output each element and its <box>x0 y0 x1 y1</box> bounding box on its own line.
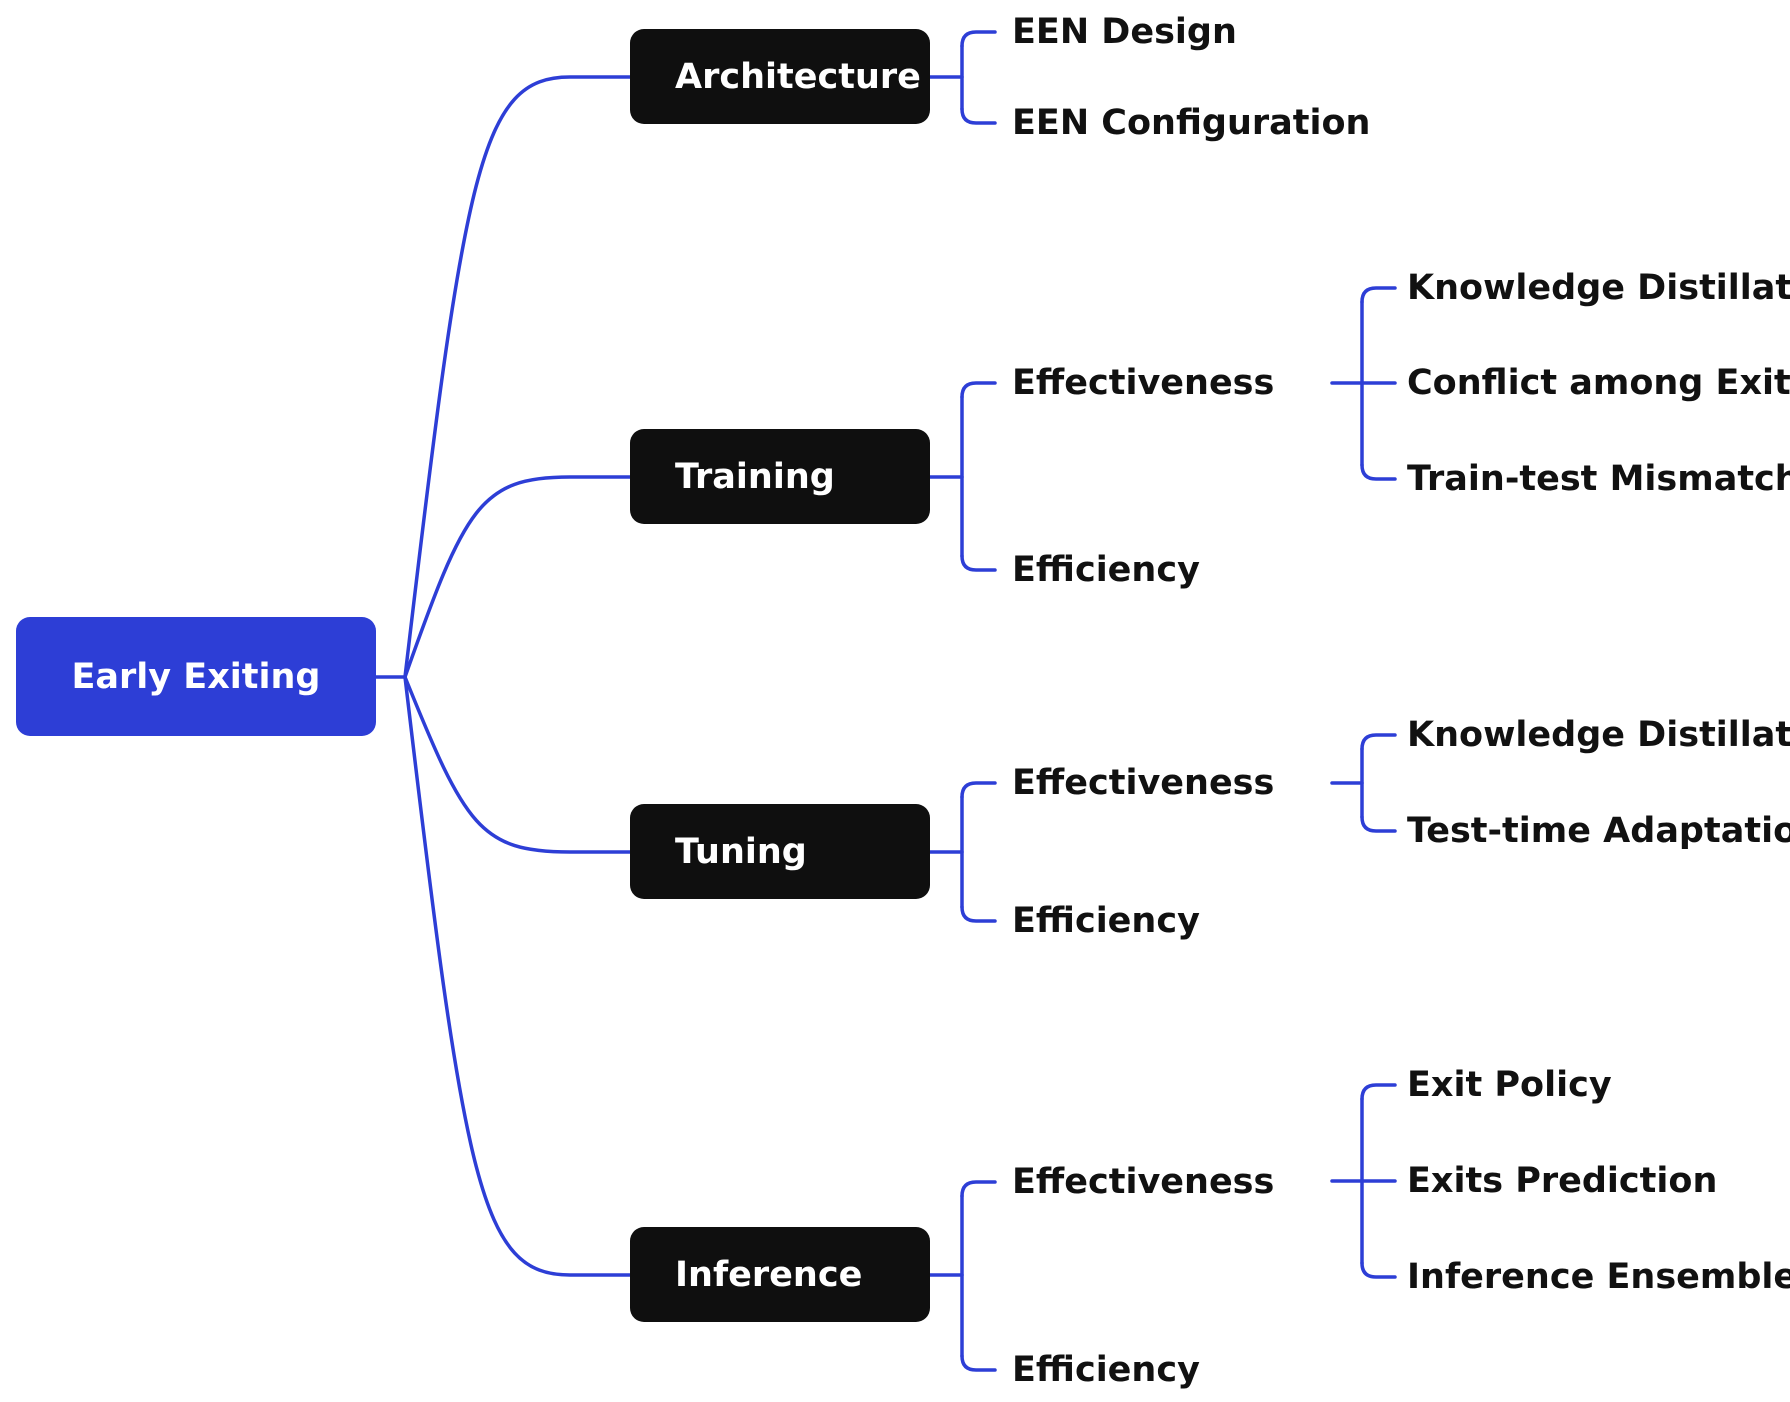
category-label: Tuning <box>675 832 807 872</box>
leaf-inference-exits-prediction: Exits Prediction <box>1407 1161 1717 1201</box>
root-node-box <box>16 617 376 736</box>
connector-inference-branch-0 <box>960 1180 997 1198</box>
connector-tuning-effectiveness-branch-0 <box>1360 733 1397 751</box>
connector-architecture-branch-0 <box>960 30 997 48</box>
category-label: Architecture <box>675 57 921 97</box>
root-node-label: Early Exiting <box>72 657 321 697</box>
leaf-tuning-knowledge-distillation: Knowledge Distillation <box>1407 715 1790 755</box>
leaf-training-conflict-among-exits: Conflict among Exits <box>1407 363 1790 403</box>
category-box <box>630 1227 930 1322</box>
leaf-een-design: EEN Design <box>1012 12 1237 52</box>
connector-inference-branch-1 <box>960 1354 997 1372</box>
leaf-inference-efficiency: Efficiency <box>1012 1350 1200 1390</box>
connector-architecture-branch-1 <box>960 107 997 125</box>
connector-root-to-architecture <box>403 75 632 679</box>
category-label: Inference <box>675 1255 862 1295</box>
connector-root-to-tuning <box>403 675 632 854</box>
leaf-training-efficiency: Efficiency <box>1012 550 1200 590</box>
leaf-tuning-test-time-adaptation: Test-time Adaptation <box>1407 811 1790 851</box>
category-node-inference: Inference <box>630 1227 930 1322</box>
leaf-training-train-test-mismatch: Train-test Mismatch <box>1407 459 1790 499</box>
connector-training-effectiveness-branch-2 <box>1360 463 1397 481</box>
leaf-training-knowledge-distillation: Knowledge Distillation <box>1407 268 1790 308</box>
branch-training-effectiveness: Effectiveness <box>1012 363 1274 403</box>
branch-inference-effectiveness: Effectiveness <box>1012 1162 1274 1202</box>
category-node-architecture: Architecture <box>630 29 930 124</box>
leaf-inference-inference-ensemble: Inference Ensemble <box>1407 1257 1790 1297</box>
connectors <box>374 30 1397 1372</box>
leaf-inference-exit-policy: Exit Policy <box>1407 1065 1612 1105</box>
connector-inference-effectiveness-branch-2 <box>1360 1261 1397 1279</box>
leaf-tuning-efficiency: Efficiency <box>1012 901 1200 941</box>
branch-tuning-effectiveness: Effectiveness <box>1012 763 1274 803</box>
connector-tuning-branch-1 <box>960 905 997 923</box>
category-label: Training <box>675 457 835 497</box>
connector-training-effectiveness-branch-0 <box>1360 286 1397 304</box>
connector-inference-effectiveness-branch-0 <box>1360 1083 1397 1101</box>
root-node: Early Exiting <box>16 617 376 736</box>
connector-training-branch-1 <box>960 554 997 572</box>
category-box <box>630 804 930 899</box>
connector-tuning-effectiveness-branch-1 <box>1360 815 1397 833</box>
leaf-een-configuration: EEN Configuration <box>1012 103 1370 143</box>
connector-root-to-training <box>403 475 632 679</box>
category-box <box>630 29 930 124</box>
category-node-training: Training <box>630 429 930 524</box>
category-node-tuning: Tuning <box>630 804 930 899</box>
connector-root-to-inference <box>403 675 632 1277</box>
category-box <box>630 429 930 524</box>
connector-tuning-branch-0 <box>960 781 997 799</box>
connector-training-branch-0 <box>960 381 997 399</box>
